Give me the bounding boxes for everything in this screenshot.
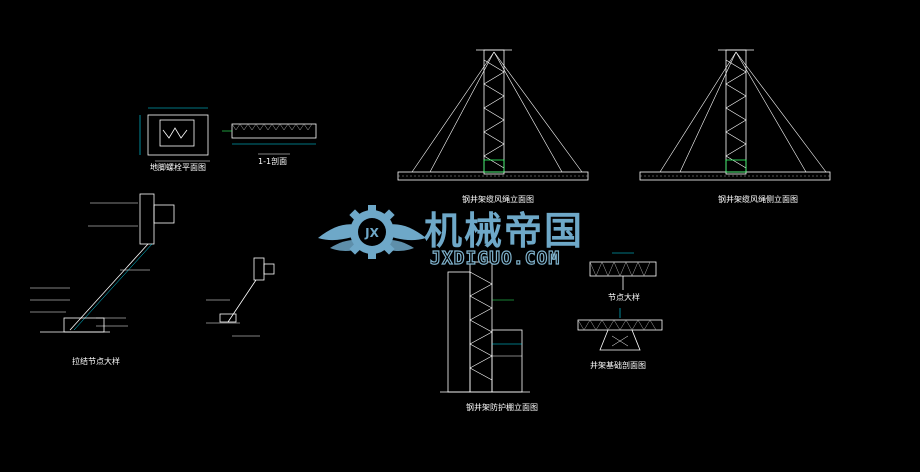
node-detail-title: 拉结节点大样 [72,356,120,366]
foundation-section [577,308,663,351]
watermark-badge-letters: JX [364,226,379,240]
node-right-title: 节点大样 [608,292,640,302]
small-node-detail [206,257,275,337]
tower-protective-shed [440,261,530,393]
elevation-bottom-title: 钢井架防护棚立面图 [466,402,538,412]
elevation-left-title: 钢井架缆风绳立面图 [462,194,534,204]
node-detail-right [589,252,657,290]
watermark-logo: JX [318,205,426,259]
watermark-name-cn: 机械帝国 [424,209,584,253]
foundation-title: 井架基础剖面图 [590,360,646,370]
tower-elevation-left [397,49,589,181]
watermark-domain: JXDIGUO.COM [430,248,560,269]
plan-detail-small [139,107,210,162]
plan-small-title: 地脚螺栓平面图 [150,162,206,172]
section-1-1 [222,123,317,155]
tower-elevation-right [639,49,831,181]
tie-node-detail [30,193,175,333]
section-1-1-title: 1-1剖面 [258,156,287,166]
elevation-right-title: 钢井架缆风绳侧立面图 [718,194,798,204]
